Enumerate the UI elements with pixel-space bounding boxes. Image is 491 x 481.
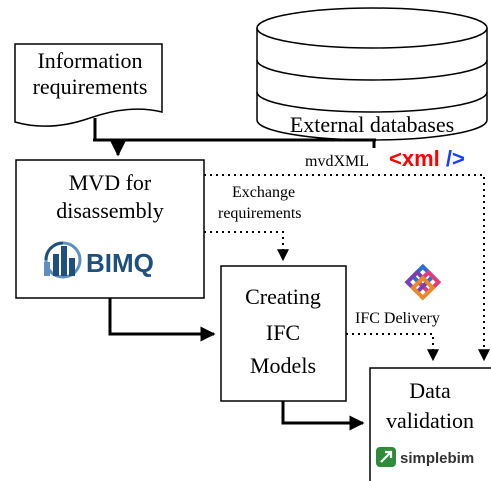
exchange-requirements-label-line1: Exchange bbox=[232, 184, 295, 201]
dotted-arrow-mvdxml bbox=[204, 174, 490, 362]
ifc-delivery-label: IFC Delivery bbox=[355, 310, 440, 327]
mvd-for-disassembly-node: MVD for disassembly BIMQ bbox=[15, 159, 205, 299]
external-databases-label: External databases bbox=[290, 112, 454, 137]
information-requirements-node: Information requirements bbox=[14, 43, 163, 127]
creating-label-line1: Creating bbox=[245, 284, 321, 309]
mvd-label-line1: MVD for bbox=[69, 170, 152, 195]
information-requirements-label-line2: requirements bbox=[33, 74, 148, 99]
validation-label-line1: Data bbox=[409, 378, 451, 403]
dotted-arrow-exchange-requirements bbox=[204, 231, 289, 262]
exchange-requirements-label-line2: requirements bbox=[218, 205, 302, 222]
information-requirements-label-line1: Information bbox=[37, 48, 142, 73]
data-validation-node: Data validation simplebim bbox=[369, 367, 491, 481]
input-connector bbox=[93, 118, 376, 157]
dotted-arrow-ifc-delivery bbox=[346, 333, 439, 362]
simplebim-logo-text: simplebim bbox=[400, 450, 474, 467]
solid-arrow-creating-to-validation bbox=[281, 401, 365, 431]
creating-label-line2: IFC bbox=[266, 320, 300, 345]
external-databases-node: External databases bbox=[256, 7, 488, 141]
xml-tag-label: <xml /> bbox=[389, 146, 465, 171]
validation-label-line2: validation bbox=[386, 408, 474, 433]
creating-label-line3: Models bbox=[250, 353, 316, 378]
bimq-logo-text: BIMQ bbox=[86, 248, 154, 278]
creating-ifc-models-node: Creating IFC Models bbox=[220, 265, 347, 402]
mvdxml-label: mvdXML bbox=[305, 153, 369, 170]
mvd-label-line2: disassembly bbox=[56, 198, 164, 223]
simplebim-square-arrow-icon bbox=[376, 447, 396, 467]
solid-arrow-mvd-to-creating bbox=[108, 298, 216, 342]
bimq-building-globe-icon bbox=[44, 241, 82, 279]
ifc-interlocking-squares-icon bbox=[404, 263, 442, 301]
